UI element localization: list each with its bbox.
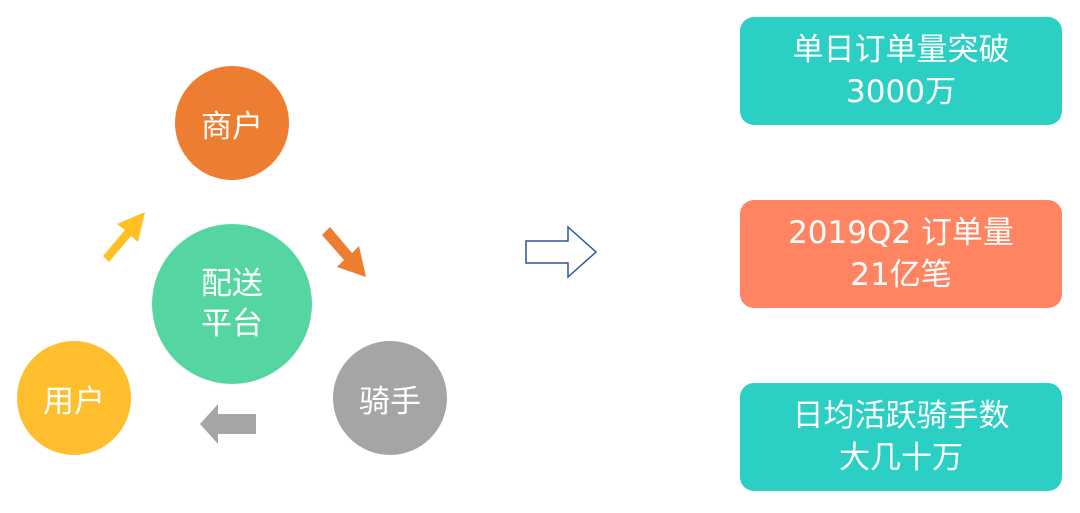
merchant-node: 商户	[175, 66, 289, 180]
rider-node: 骑手	[333, 341, 447, 455]
delivery-platform-node: 配送 平台	[152, 224, 312, 384]
rider-to-user-arrow-icon	[200, 404, 256, 444]
stat-box-active-riders: 日均活跃骑手数 大几十万	[740, 383, 1062, 491]
right-arrow-icon	[525, 225, 598, 279]
user-node: 用户	[17, 341, 131, 455]
user-to-merchant-arrow-icon	[103, 212, 145, 262]
merchant-to-rider-arrow-icon	[322, 227, 366, 277]
rider-to-user-arrow-shape	[200, 404, 256, 444]
stat-box-quarter-orders: 2019Q2 订单量 21亿笔	[740, 200, 1062, 308]
merchant-to-rider-arrow-shape	[322, 227, 366, 277]
user-to-merchant-arrow-shape	[103, 212, 145, 262]
right-arrow-outline	[525, 225, 598, 279]
stat-box-daily-orders: 单日订单量突破 3000万	[740, 17, 1062, 125]
